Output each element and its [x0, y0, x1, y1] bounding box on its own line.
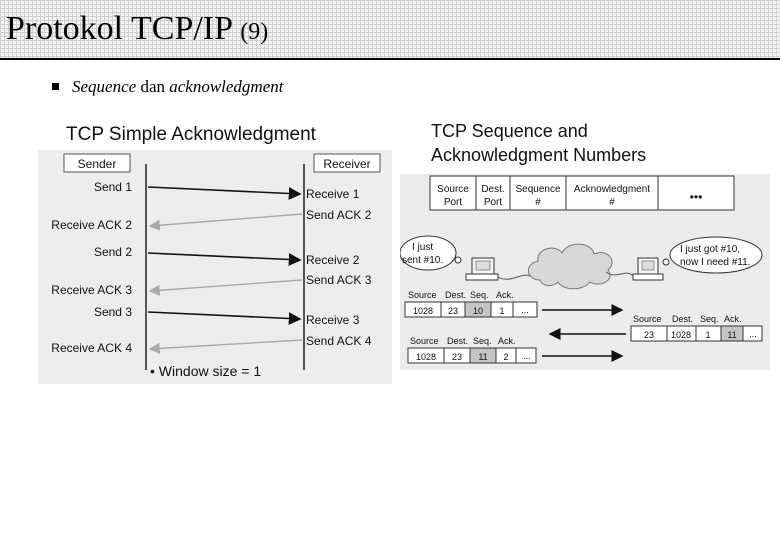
tcp-header-fields: Source Port Dest. Port Sequence # Acknow… — [429, 175, 735, 211]
seg-label: Dest. — [672, 314, 693, 324]
bullet-text: Sequence dan acknowledgment — [72, 77, 283, 97]
seg-label: Source — [633, 314, 662, 324]
seq-ack-diagram: TCP Sequence and Acknowledgment Numbers … — [400, 112, 770, 370]
bubble-right-line2: now I need #11. — [680, 257, 750, 268]
sender-box — [63, 153, 131, 173]
seq-ack-title-line1: TCP Sequence and — [431, 121, 588, 141]
seg-value: 1 — [705, 330, 710, 340]
receiver-event: Receive 3 — [306, 313, 360, 327]
receiver-event: Send ACK 2 — [306, 208, 372, 222]
bullet-word-dan: dan — [136, 77, 170, 96]
header-field: # — [609, 197, 615, 208]
bullet-word-acknowledgment: acknowledgment — [169, 77, 284, 96]
seg-value: 11 — [478, 352, 487, 362]
header-field: Port — [484, 197, 503, 208]
seg-value: 1028 — [413, 306, 433, 316]
bubble-right-line1: I just got #10, — [680, 244, 740, 255]
title-main: Protokol TCP/IP — [6, 10, 232, 47]
link-right — [605, 271, 634, 277]
slide-title: Protokol TCP/IP (9) — [6, 10, 268, 48]
seg-value: 10 — [473, 306, 483, 316]
seg-label: Seq. — [470, 290, 489, 300]
title-suffix: (9) — [240, 19, 269, 45]
seg-label: Ack. — [724, 314, 742, 324]
seg-value: 23 — [644, 330, 654, 340]
data-arrow — [147, 252, 302, 266]
seg-value: ... — [749, 329, 757, 339]
computer-right-icon — [632, 257, 664, 281]
seg-value: 2 — [503, 352, 508, 362]
simple-ack-title: TCP Simple Acknowledgment — [66, 124, 317, 145]
ack-arrow — [148, 339, 303, 355]
seg-value: 1 — [499, 306, 504, 316]
network-cloud-icon — [528, 243, 613, 290]
ack-arrow — [148, 279, 303, 296]
receiver-event: Receive 2 — [306, 253, 360, 267]
seg-value: ... — [523, 351, 531, 361]
computer-left-icon — [465, 257, 499, 281]
header-field: Source — [437, 184, 469, 195]
header-field: Dest. — [481, 184, 504, 195]
segment-3: Source Dest. Seq. Ack. 1028 23 11 2 ... — [407, 336, 537, 364]
seg-value: 1028 — [671, 330, 691, 340]
link-left — [497, 274, 531, 280]
seg-value: 23 — [448, 306, 458, 316]
seg-label: Source — [410, 336, 439, 346]
sender-event: Receive ACK 4 — [51, 341, 132, 355]
seg-label: Seq. — [700, 314, 719, 324]
segment-2: Source Dest. Seq. Ack. 23 1028 1 11 ... — [630, 314, 763, 342]
seg-value: 11 — [727, 330, 736, 340]
seq-ack-title-line2: Acknowledgment Numbers — [431, 145, 646, 165]
seg-value: 23 — [452, 352, 462, 362]
receiver-event: Receive 1 — [306, 187, 360, 201]
window-size-note: • Window size = 1 — [150, 363, 261, 379]
header-field: # — [535, 197, 541, 208]
header-field: Acknowledgment — [574, 184, 650, 195]
sender-label: Sender — [78, 157, 117, 171]
sender-event: Send 3 — [94, 305, 132, 319]
simple-ack-diagram: TCP Simple Acknowledgment Sender Receive… — [38, 112, 392, 384]
header-field: Sequence — [515, 184, 560, 195]
seg-value: ... — [521, 305, 529, 315]
seg-label: Source — [408, 290, 437, 300]
seg-label: Seq. — [473, 336, 492, 346]
sender-event: Send 1 — [94, 180, 132, 194]
bullet-word-sequence: Sequence — [72, 77, 137, 96]
receiver-event: Send ACK 4 — [306, 334, 372, 348]
seg-label: Dest. — [447, 336, 468, 346]
speech-bubble-right — [669, 236, 763, 274]
header-field: Port — [444, 197, 463, 208]
seg-label: Ack. — [496, 290, 514, 300]
receiver-box — [313, 153, 381, 173]
header-field: ••• — [690, 190, 703, 204]
speech-bubble-left — [400, 235, 457, 271]
sender-event: Receive ACK 2 — [51, 218, 132, 232]
sender-event: Receive ACK 3 — [51, 283, 132, 297]
seg-label: Dest. — [445, 290, 466, 300]
segment-1: Source Dest. Seq. Ack. 1028 23 10 1 ... — [404, 290, 538, 318]
bubble-left-line1: I just — [412, 242, 433, 253]
title-bar: Protokol TCP/IP (9) — [0, 0, 780, 60]
data-arrow — [147, 186, 302, 200]
ack-arrow — [148, 213, 303, 231]
data-arrow — [147, 311, 302, 325]
receiver-event: Send ACK 3 — [306, 273, 372, 287]
bubble-left-line2: sent #10. — [402, 255, 443, 266]
seg-value: 1028 — [416, 352, 436, 362]
seg-label: Ack. — [498, 336, 516, 346]
sender-event: Send 2 — [94, 245, 132, 259]
bullet-square-icon — [52, 83, 59, 90]
receiver-label: Receiver — [323, 157, 370, 171]
